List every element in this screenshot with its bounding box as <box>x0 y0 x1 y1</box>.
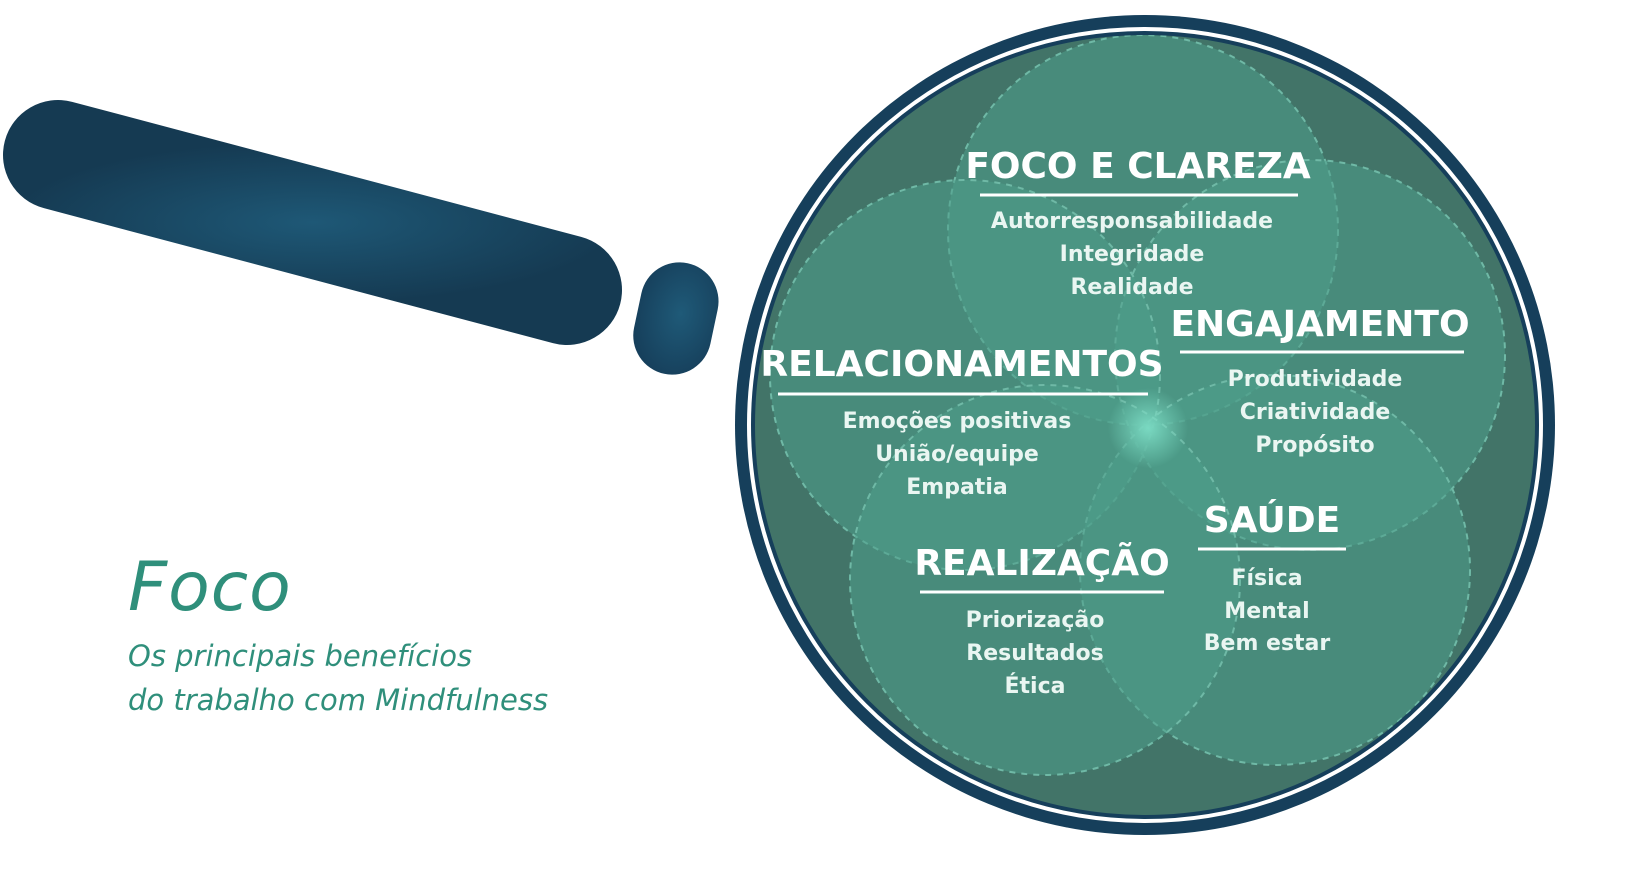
category-item: Propósito <box>1255 433 1374 458</box>
category-relacionamentos: RELACIONAMENTOS Emoções positivas União/… <box>760 344 1163 500</box>
category-title: RELACIONAMENTOS <box>760 344 1163 385</box>
category-item: Criatividade <box>1240 400 1391 425</box>
category-item: Física <box>1231 566 1302 591</box>
category-engajamento: ENGAJAMENTO Produtividade Criatividade P… <box>1170 304 1469 458</box>
category-foco: FOCO E CLAREZA Autorresponsabilidade Int… <box>965 146 1311 300</box>
category-realizacao: REALIZAÇÃO Priorização Resultados Ética <box>914 542 1169 699</box>
caption-subtitle: Os principais benefícios do trabalho com… <box>128 634 548 722</box>
caption-subtitle-line: do trabalho com Mindfulness <box>128 683 549 717</box>
category-item: Integridade <box>1060 242 1205 267</box>
category-item: Priorização <box>966 608 1105 633</box>
petal-realizacao <box>849 384 1241 776</box>
category-item: Resultados <box>966 641 1103 666</box>
caption-block: Foco Os principais benefícios do trabalh… <box>128 548 548 722</box>
petal-group <box>769 35 1506 776</box>
category-item: Empatia <box>906 475 1007 500</box>
category-saude: SAÚDE Física Mental Bem estar <box>1198 499 1346 656</box>
category-item: União/equipe <box>875 442 1039 467</box>
category-item: Produtividade <box>1228 367 1403 392</box>
category-title: SAÚDE <box>1204 499 1340 541</box>
category-item: Realidade <box>1070 275 1193 300</box>
category-item: Mental <box>1224 599 1309 624</box>
category-item: Ética <box>1005 673 1066 699</box>
category-title: REALIZAÇÃO <box>914 542 1169 584</box>
category-item: Bem estar <box>1204 631 1331 656</box>
category-item: Autorresponsabilidade <box>991 209 1273 234</box>
category-title: ENGAJAMENTO <box>1170 304 1469 345</box>
category-title: FOCO E CLAREZA <box>965 146 1311 187</box>
category-item: Emoções positivas <box>843 409 1072 434</box>
caption-title: Foco <box>128 548 292 627</box>
caption-subtitle-line: Os principais benefícios <box>128 639 473 673</box>
magnifier-handle <box>3 100 719 375</box>
